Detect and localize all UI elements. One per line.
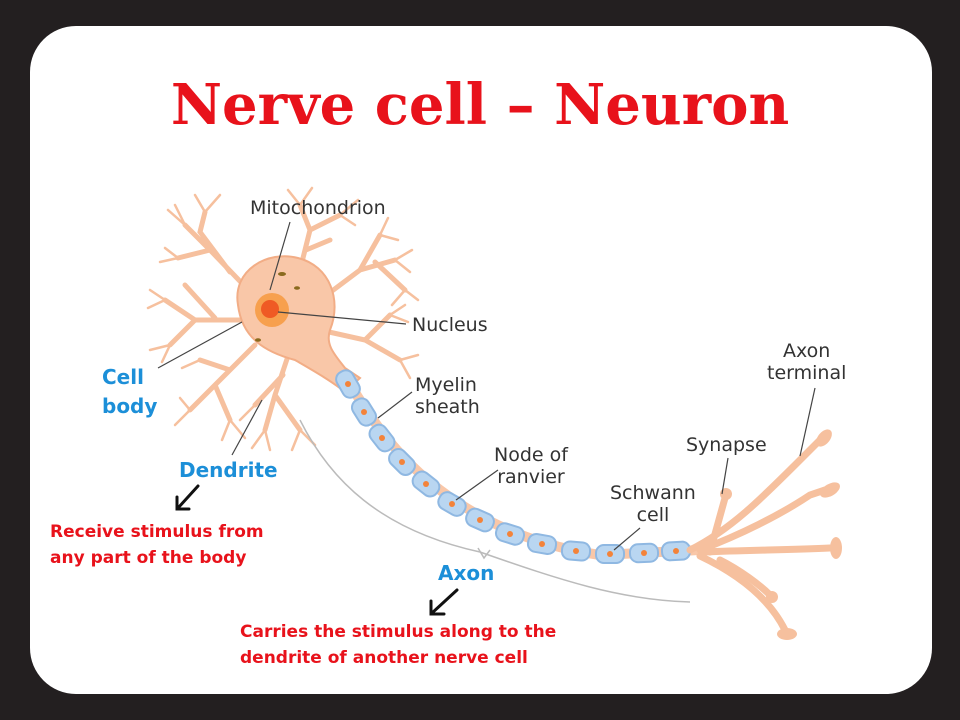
label-node-of-ranvier: Node of ranvier bbox=[494, 444, 568, 488]
label-axon: Axon bbox=[438, 561, 495, 585]
neuron-diagram bbox=[146, 186, 842, 640]
label-schwann-cell: Schwann cell bbox=[610, 482, 696, 526]
label-schwann-line1: Schwann bbox=[610, 482, 696, 504]
label-synapse: Synapse bbox=[686, 434, 767, 456]
note-axon-line2: dendrite of another nerve cell bbox=[240, 648, 528, 668]
label-myelin-line1: Myelin bbox=[415, 374, 477, 396]
axon-brace bbox=[299, 419, 691, 603]
label-axon-terminal-line1: Axon bbox=[783, 340, 831, 362]
label-axon-terminal: Axon terminal bbox=[767, 340, 846, 384]
dendrite-branches bbox=[162, 202, 408, 433]
axon-terminal-branches bbox=[686, 436, 834, 634]
down-left-arrow-icon bbox=[429, 588, 459, 616]
label-node-line1: Node of bbox=[494, 444, 568, 466]
note-dendrite-line1: Receive stimulus from bbox=[50, 522, 264, 542]
note-dendrite: Receive stimulus from any part of the bo… bbox=[50, 519, 264, 571]
label-cell-body-line1: Cell bbox=[102, 365, 144, 389]
label-axon-terminal-line2: terminal bbox=[767, 362, 847, 384]
mitochondrion-shape bbox=[278, 272, 286, 276]
label-node-line2: ranvier bbox=[497, 466, 565, 488]
down-left-arrow-icon bbox=[175, 484, 200, 511]
label-mitochondrion: Mitochondrion bbox=[250, 197, 386, 219]
mitochondrion-shape-3 bbox=[255, 338, 261, 342]
label-cell-body: Cell body bbox=[102, 363, 157, 421]
page-title: Nerve cell – Neuron bbox=[170, 72, 790, 138]
label-dendrite: Dendrite bbox=[179, 458, 278, 482]
label-cell-body-line2: body bbox=[102, 394, 158, 418]
label-schwann-line2: cell bbox=[636, 504, 670, 526]
label-myelin-sheath: Myelin sheath bbox=[415, 374, 480, 418]
label-nucleus: Nucleus bbox=[412, 314, 488, 336]
note-dendrite-line2: any part of the body bbox=[50, 548, 247, 568]
leader-lines bbox=[157, 221, 816, 551]
note-axon-line1: Carries the stimulus along to the bbox=[240, 622, 557, 642]
label-myelin-line2: sheath bbox=[415, 396, 480, 418]
mitochondrion-shape-2 bbox=[294, 286, 300, 290]
schwann-nuclei bbox=[345, 381, 679, 557]
note-axon: Carries the stimulus along to the dendri… bbox=[240, 619, 556, 671]
dendrite-fine-branches bbox=[146, 186, 420, 452]
slide-panel: Nerve cell – Neuron bbox=[30, 26, 932, 694]
cell-body-shape bbox=[236, 255, 362, 394]
nucleolus-shape bbox=[261, 300, 279, 318]
